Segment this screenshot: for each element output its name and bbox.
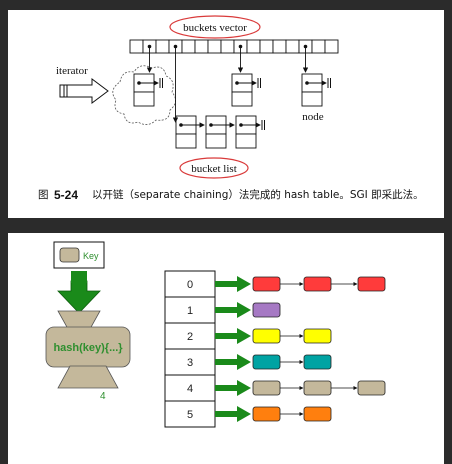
bucket-head-arrow [215,354,251,370]
bucket-head-arrow [215,406,251,422]
bucket-cell [324,39,339,54]
bucket-cell [272,39,287,54]
chain-2 [215,328,332,344]
chain-node [303,380,332,396]
bucket-list-label: bucket list [191,163,237,175]
chain-1 [215,302,281,318]
iterator-label: iterator [56,65,88,77]
bucket-cell [194,39,209,54]
chain-node [357,276,386,292]
chain-node [252,302,281,318]
iterator-node-cloud [112,65,176,125]
bucket-list-highlight [179,157,249,179]
hash-node [175,115,205,149]
hash-funnel-bottom [57,365,119,389]
bucket-cell [220,39,235,54]
hash-funnel-top [57,310,101,330]
chain-4 [215,380,386,396]
figure-caption-text: 以开链（separate chaining）法完成的 hash table。SG… [92,188,424,201]
key-to-hash-arrow-stem [71,271,87,283]
hash-node [231,73,261,107]
node-value-cell [301,91,323,107]
hash-node [205,115,235,149]
bucket-slot [164,400,216,428]
separate-chaining-panel: buckets vector iterator node bucket list… [8,10,444,218]
iterator-arrow [59,78,109,104]
node-value-cell [205,133,227,149]
hash-nodes [133,73,331,149]
bucket-index-label: 4 [187,383,193,395]
hash-table-diagram: Key hash(key){...} 4 0 1 2 3 4 5 [45,241,386,428]
key-to-hash-arrow [57,280,101,314]
chain-node [252,406,281,422]
node-value-cell [231,91,253,107]
buckets-vector [129,39,339,54]
node-value-cell [235,133,257,149]
bucket-cell [181,39,196,54]
key-label: Key [83,251,99,261]
bucket-cell [129,39,144,54]
hash-node [133,73,163,107]
chain-node [252,354,281,370]
buckets-vector-highlight [169,15,261,39]
bucket-index-label: 5 [187,409,193,421]
bucket-index-label: 1 [187,305,193,317]
bucket-cell [311,39,326,54]
chain-node [252,380,281,396]
node-value-cell [175,133,197,149]
bucket-index-label: 0 [187,279,193,291]
chain-node [303,328,332,344]
chain-node [252,328,281,344]
chain-node [357,380,386,396]
chain-node [303,354,332,370]
hash-output-value: 4 [100,391,106,402]
bucket-slot [164,322,216,350]
node-label: node [302,111,324,123]
bucket-index-label: 3 [187,357,193,369]
bucket-head-arrow [215,302,251,318]
bucket-chains [215,276,386,422]
hash-function-label: hash(key){...} [53,342,123,354]
bucket-index-label: 2 [187,331,193,343]
bucket-cell [207,39,222,54]
hash-node [235,115,265,149]
figure-caption-number: 5-24 [54,188,78,202]
chain-3 [215,354,332,370]
figure-caption-prefix: 图 [38,189,49,201]
key-chip [59,247,80,263]
hash-table-panel: Key hash(key){...} 4 0 1 2 3 4 5 [8,233,444,464]
bucket-head-arrow [215,328,251,344]
chain-node [303,406,332,422]
bucket-cell [285,39,300,54]
node-value-cell [133,91,155,107]
hash-node [301,73,331,107]
chain-node [252,276,281,292]
chain-node [303,276,332,292]
bucket-cell [155,39,170,54]
chain-0 [215,276,386,292]
bucket-array: 0 1 2 3 4 5 [164,270,216,428]
separate-chaining-diagram: buckets vector iterator node bucket list… [38,15,424,202]
bucket-cell [259,39,274,54]
bucket-cell [246,39,261,54]
bucket-head-arrow [215,380,251,396]
bucket-head-arrow [215,276,251,292]
chain-5 [215,406,332,422]
bucket-slot [164,296,216,324]
bucket-slot [164,270,216,298]
buckets-vector-label: buckets vector [183,22,247,34]
